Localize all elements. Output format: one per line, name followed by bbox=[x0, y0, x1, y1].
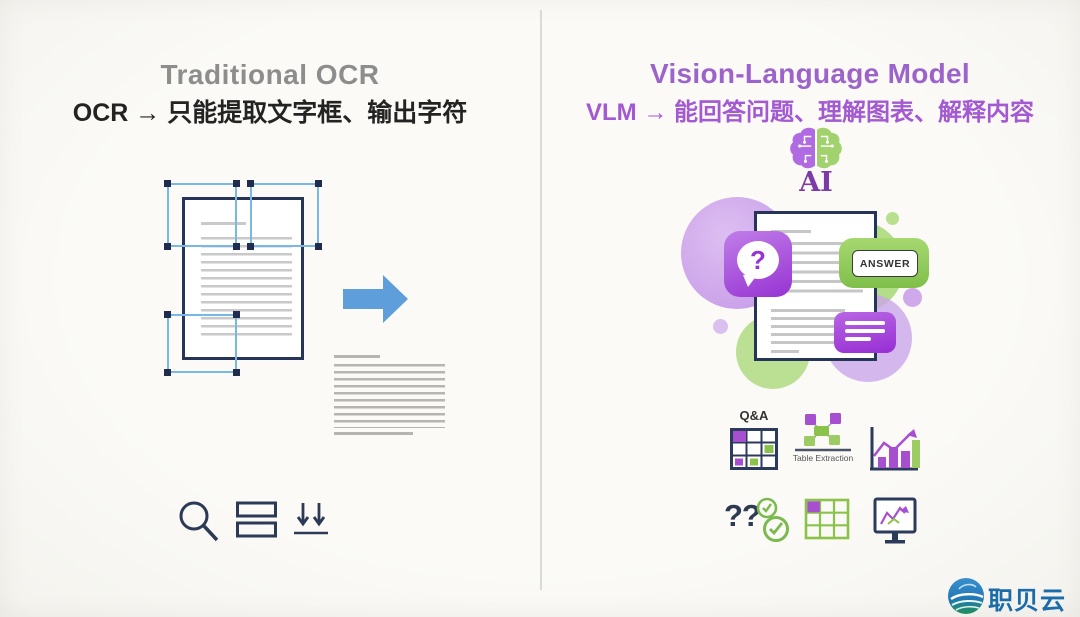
right-arrow-icon bbox=[343, 275, 408, 323]
ai-brain-icon bbox=[790, 127, 842, 169]
question-mark: ? bbox=[750, 245, 766, 275]
question-check-icon bbox=[756, 497, 789, 542]
table-grid-icon bbox=[804, 498, 850, 540]
green-dot bbox=[886, 212, 899, 225]
message-card-icon bbox=[834, 312, 896, 353]
bar-chart-icon bbox=[870, 427, 920, 471]
right-panel-title: Vision-Language Model bbox=[649, 58, 971, 89]
document-heading-line bbox=[201, 222, 246, 225]
ocr-bounding-box bbox=[164, 311, 240, 376]
document-text-lines bbox=[201, 237, 292, 337]
speech-bubble: ? bbox=[737, 241, 779, 287]
text-rows-icon bbox=[236, 501, 277, 538]
download-icon bbox=[294, 503, 328, 535]
question-bubble-icon: ? bbox=[724, 231, 792, 297]
document-text-lines bbox=[771, 309, 845, 349]
answer-bubble-icon: ANSWER bbox=[839, 238, 929, 288]
qa-feature-label: Q&A bbox=[739, 408, 769, 423]
document-heading-line bbox=[771, 230, 811, 233]
answer-label: ANSWER bbox=[852, 250, 918, 277]
monitor-chart-icon bbox=[873, 497, 917, 544]
left-panel-title: Traditional OCR bbox=[160, 59, 380, 90]
ocr-bounding-box bbox=[247, 180, 322, 250]
panel-divider bbox=[540, 10, 542, 590]
extracted-text-output bbox=[334, 355, 446, 439]
ocr-bounding-box bbox=[164, 180, 240, 250]
brand-logo-icon bbox=[948, 578, 984, 614]
brand-name: 职贝云数 bbox=[988, 587, 1067, 615]
left-panel-subtitle: OCR → 只能提取文字框、输出字符 bbox=[72, 99, 468, 127]
qa-grid-icon bbox=[730, 428, 778, 470]
search-icon bbox=[179, 501, 219, 542]
purple-dot bbox=[903, 288, 922, 307]
question-marks: ?? bbox=[724, 498, 761, 533]
table-extraction-icon bbox=[795, 413, 851, 452]
table-extraction-label: Table Extraction bbox=[792, 453, 854, 463]
purple-dot bbox=[713, 319, 728, 334]
right-panel-subtitle: VLM → 能回答问题、理解图表、解释内容 bbox=[586, 99, 1034, 126]
ai-label: AI bbox=[799, 167, 833, 198]
ocr-document-illustration bbox=[182, 197, 304, 360]
